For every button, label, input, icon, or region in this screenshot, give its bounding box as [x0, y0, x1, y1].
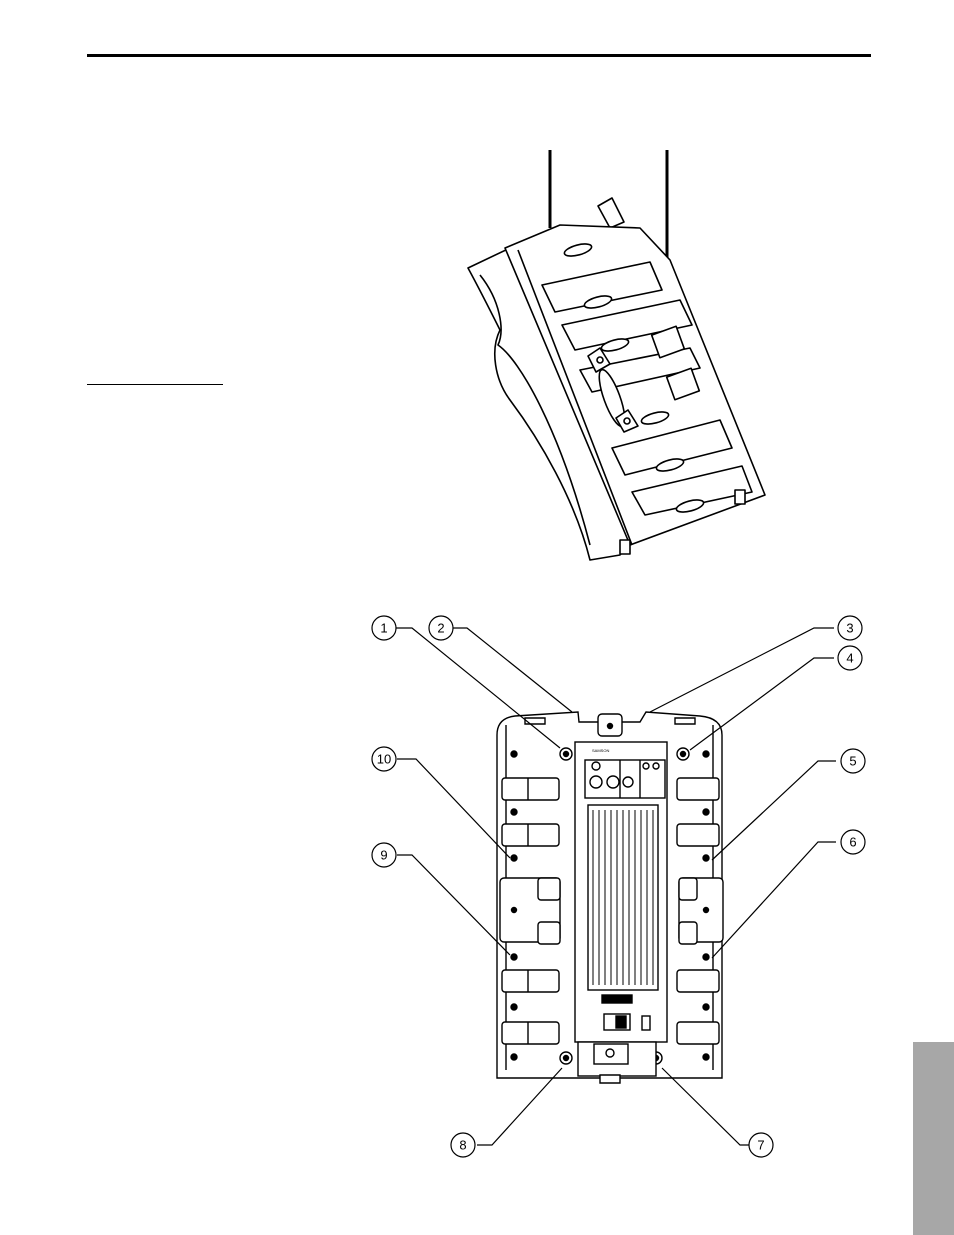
- callout-2: 2: [437, 621, 444, 636]
- callout-4: 4: [846, 651, 853, 666]
- callout-5: 5: [849, 754, 856, 769]
- panel-brand-label: SAMSON: [592, 748, 609, 753]
- callout-7: 7: [757, 1138, 764, 1153]
- callout-3: 3: [846, 621, 853, 636]
- callout-6: 6: [849, 835, 856, 850]
- callout-8: 8: [459, 1138, 466, 1153]
- callout-10: 10: [377, 752, 391, 767]
- callout-9: 9: [380, 848, 387, 863]
- callout-1: 1: [380, 621, 387, 636]
